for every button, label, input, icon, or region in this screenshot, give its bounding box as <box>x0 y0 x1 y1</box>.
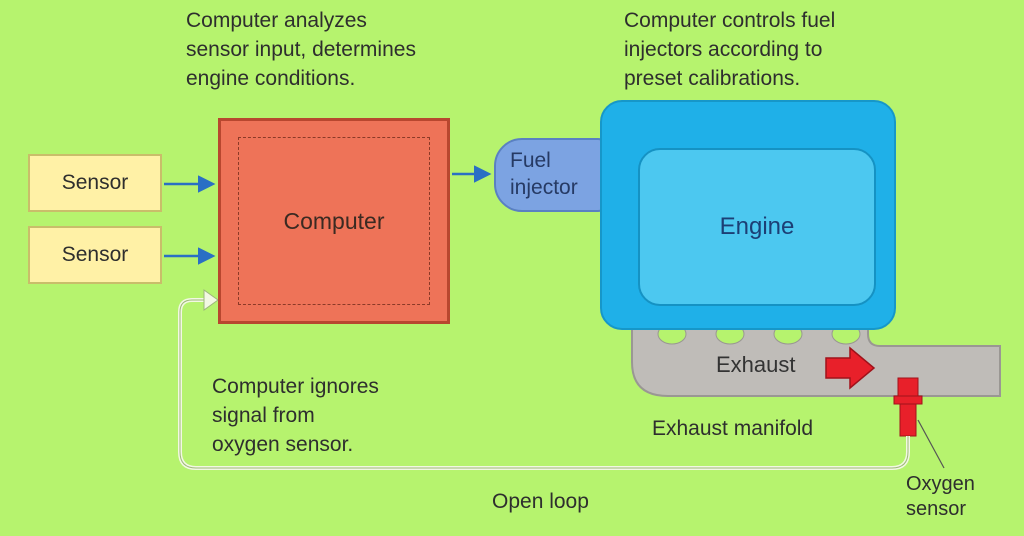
exhaust-manifold-shape <box>631 325 1001 397</box>
exhaust-label: Exhaust <box>716 352 796 377</box>
sensor-box-2: Sensor <box>28 226 162 284</box>
ignored-feedback-loop-edge <box>179 299 909 469</box>
oxygen-sensor-body <box>897 377 919 397</box>
oxygen-sensor-label: Oxygen sensor <box>906 473 975 520</box>
annotation-controls: Computer controls fuel injectors accordi… <box>624 9 836 90</box>
diagram-title: Open loop <box>492 490 589 513</box>
exhaust-manifold-label: Exhaust manifold <box>652 417 814 440</box>
sensor-box-1: Sensor <box>28 154 162 212</box>
oxygen-leader-line <box>917 419 945 469</box>
exhaust-flow-arrow <box>825 346 876 390</box>
computer-label: Computer <box>238 137 430 305</box>
engine-block: Engine <box>600 100 896 330</box>
annotation-analyze: Computer analyzes sensor input, determin… <box>186 9 416 90</box>
computer-box: Computer <box>218 118 450 324</box>
fuel-injector: Fuel injector <box>494 138 606 212</box>
ignored-feedback-arrowhead <box>203 289 219 311</box>
annotation-ignores: Computer ignores signal from oxygen sens… <box>212 375 379 456</box>
oxygen-sensor-cap <box>893 395 923 405</box>
engine-label: Engine <box>638 148 876 306</box>
oxygen-sensor-tip <box>899 403 917 437</box>
